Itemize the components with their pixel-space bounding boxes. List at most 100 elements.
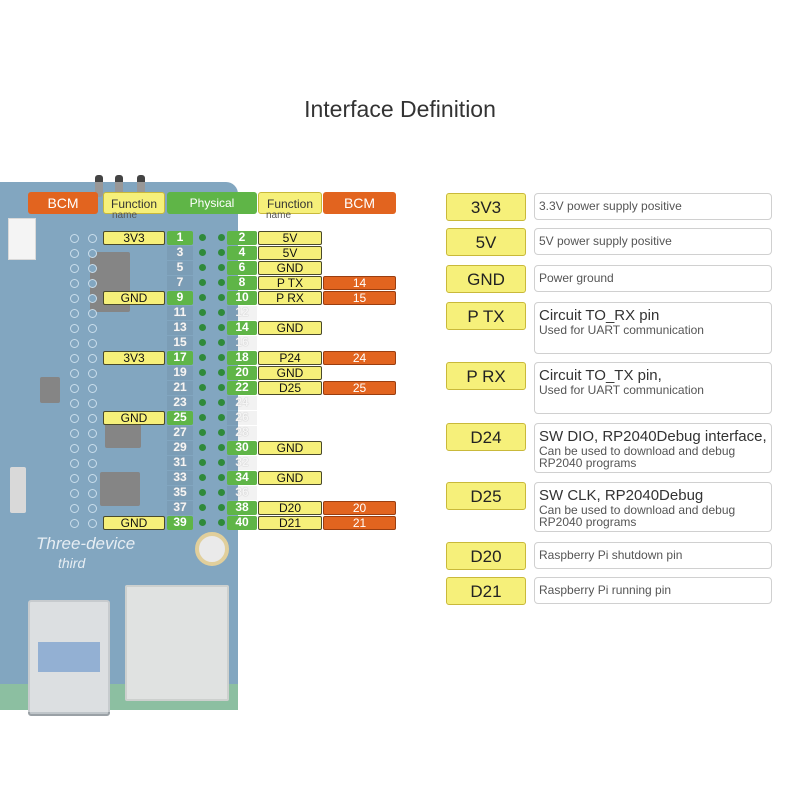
board-hole: [70, 384, 79, 393]
left-pin-number: 21: [167, 381, 193, 395]
definition-tag: GND: [446, 265, 526, 293]
board-hole: [88, 264, 97, 273]
usb-port: [28, 600, 110, 716]
right-pin-dot: [218, 504, 225, 511]
board-hole: [88, 444, 97, 453]
board-hole: [70, 489, 79, 498]
left-function-label: GND: [103, 411, 165, 425]
left-pin-dot: [199, 264, 206, 271]
chip: [40, 377, 60, 403]
right-pin-number: 28: [227, 426, 257, 440]
left-pin-dot: [199, 249, 206, 256]
right-pin-dot: [218, 519, 225, 526]
board-hole: [88, 369, 97, 378]
definition-note-text: Used for UART communication: [539, 323, 704, 337]
left-pin-dot: [199, 429, 206, 436]
right-pin-dot: [218, 489, 225, 496]
right-pin-dot: [218, 234, 225, 241]
header-post: [137, 175, 145, 197]
definition-row: D21 Raspberry Pi running pin: [446, 577, 772, 605]
left-pin-number: 15: [167, 336, 193, 350]
left-pin-number: 29: [167, 441, 193, 455]
left-pin-dot: [199, 414, 206, 421]
left-pin-number: 37: [167, 501, 193, 515]
definition-description-box: Raspberry Pi running pin: [534, 577, 772, 604]
right-function-label: P RX: [258, 291, 322, 305]
right-pin-dot: [218, 414, 225, 421]
right-pin-number: 2: [227, 231, 257, 245]
right-function-label: GND: [258, 321, 322, 335]
right-function-label: GND: [258, 366, 322, 380]
definition-tag: P RX: [446, 362, 526, 390]
left-pin-number: 11: [167, 306, 193, 320]
right-pin-dot: [218, 264, 225, 271]
board-hole: [70, 399, 79, 408]
definition-description-box: Circuit TO_TX pin,Used for UART communic…: [534, 362, 772, 414]
left-pin-dot: [199, 444, 206, 451]
left-pin-number: 27: [167, 426, 193, 440]
board-hole: [70, 309, 79, 318]
left-pin-dot: [199, 384, 206, 391]
right-pin-number: 8: [227, 276, 257, 290]
definition-main-text: Circuit TO_TX pin,: [539, 367, 662, 384]
right-pin-dot: [218, 294, 225, 301]
bcm-number-label: 25: [323, 381, 396, 395]
right-function-label: D25: [258, 381, 322, 395]
board-hole: [88, 399, 97, 408]
left-pin-dot: [199, 294, 206, 301]
board-hole: [70, 249, 79, 258]
right-pin-number: 18: [227, 351, 257, 365]
ethernet-port: [125, 585, 229, 701]
board-hole: [88, 519, 97, 528]
board-hole: [88, 474, 97, 483]
board-hole: [70, 294, 79, 303]
left-pin-number: 17: [167, 351, 193, 365]
left-pin-number: 23: [167, 396, 193, 410]
board-hole: [70, 459, 79, 468]
board-hole: [70, 429, 79, 438]
definition-note-text: Can be used to download and debug RP2040…: [539, 444, 736, 470]
board-hole: [70, 279, 79, 288]
right-pin-number: 30: [227, 441, 257, 455]
header-function-left: Function: [103, 192, 165, 214]
right-pin-number: 32: [227, 456, 257, 470]
board-hole: [70, 504, 79, 513]
board-hole: [88, 384, 97, 393]
bcm-number-label: 14: [323, 276, 396, 290]
right-pin-dot: [218, 399, 225, 406]
right-function-label: GND: [258, 441, 322, 455]
definition-tag: D21: [446, 577, 526, 605]
left-pin-number: 35: [167, 486, 193, 500]
left-pin-dot: [199, 309, 206, 316]
board-hole: [88, 414, 97, 423]
pin-row: 27 28: [0, 426, 400, 441]
jst-connector: [8, 218, 36, 260]
right-pin-dot: [218, 249, 225, 256]
left-pin-number: 33: [167, 471, 193, 485]
right-pin-number: 20: [227, 366, 257, 380]
right-pin-number: 24: [227, 396, 257, 410]
left-function-label: 3V3: [103, 351, 165, 365]
right-pin-dot: [218, 324, 225, 331]
definition-tag: 3V3: [446, 193, 526, 221]
definition-main-text: Raspberry Pi shutdown pin: [539, 548, 683, 562]
board-hole: [70, 519, 79, 528]
right-function-label: D20: [258, 501, 322, 515]
left-pin-number: 1: [167, 231, 193, 245]
header-bcm-right: BCM: [323, 192, 396, 214]
right-pin-number: 40: [227, 516, 257, 530]
left-pin-dot: [199, 234, 206, 241]
bcm-number-label: 20: [323, 501, 396, 515]
